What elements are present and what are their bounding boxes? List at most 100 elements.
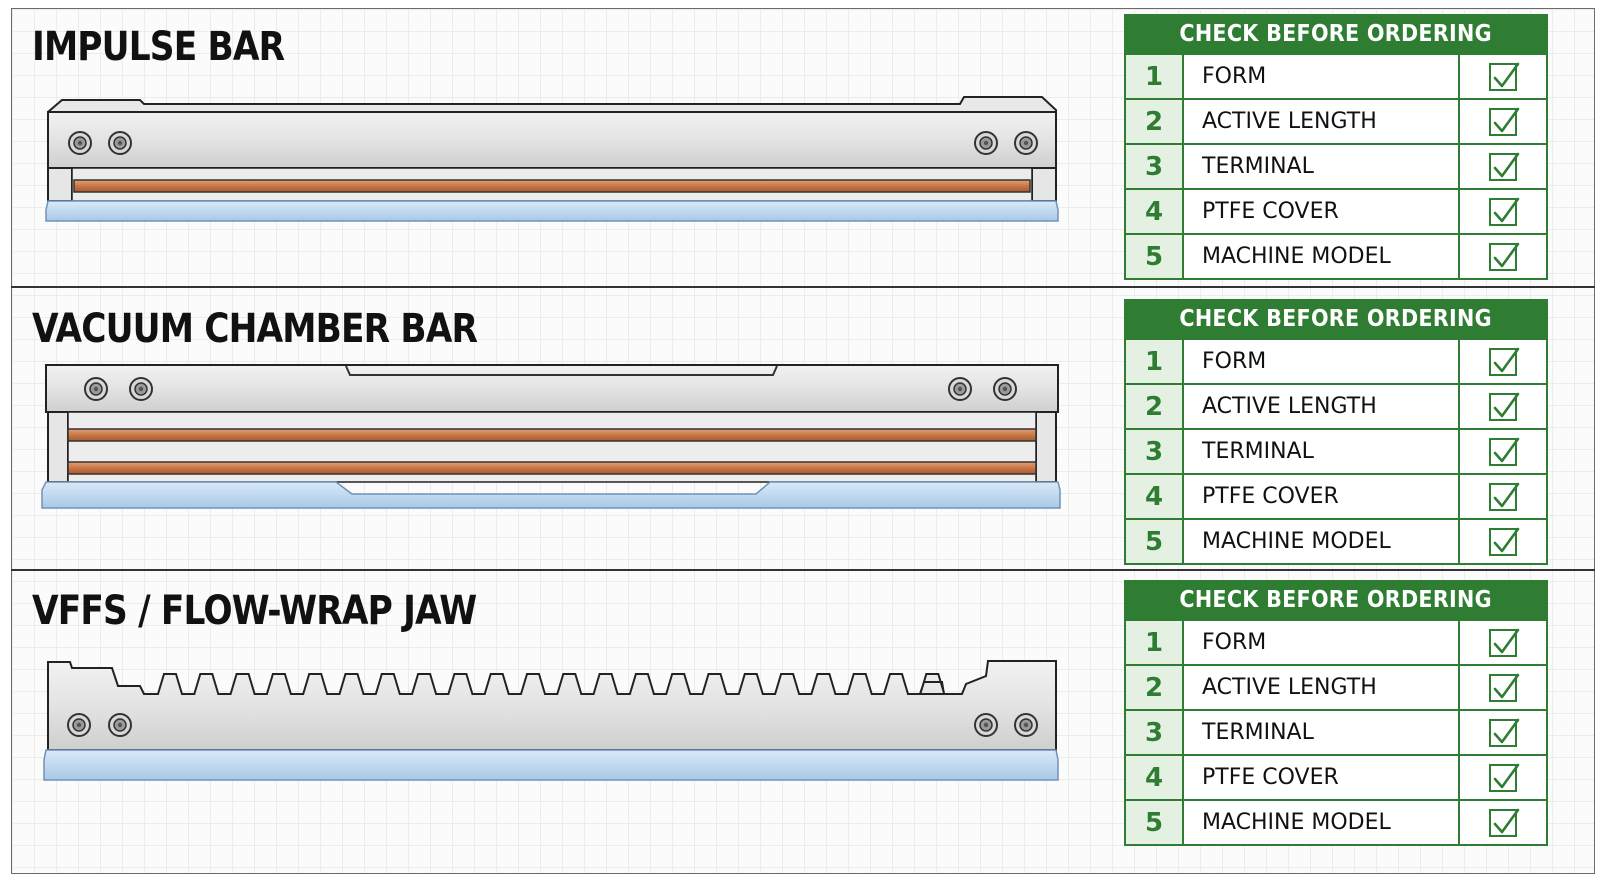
- check-icon: [1493, 673, 1520, 698]
- checklist-item-check: [1458, 100, 1546, 143]
- checklist-item-check: [1458, 340, 1546, 383]
- checklist-item-check: [1458, 711, 1546, 754]
- checklist-header: CHECK BEFORE ORDERING: [1126, 16, 1546, 53]
- checkbox: [1489, 482, 1520, 511]
- check-icon: [1493, 482, 1520, 507]
- checklist-row: 5 MACHINE MODEL: [1126, 518, 1546, 563]
- screw-icon: [948, 377, 972, 401]
- checklist-item-label: PTFE COVER: [1202, 484, 1339, 509]
- vacuum-bar-heating-wire-upper: [67, 428, 1037, 442]
- checklist-item-check: [1458, 475, 1546, 518]
- vacuum-bar-left-end: [47, 411, 69, 483]
- checklist-item-number: 1: [1126, 55, 1184, 98]
- checklist-item-check: [1458, 190, 1546, 233]
- checklist-item-check: [1458, 756, 1546, 799]
- vffs-jaw-ptfe-cover: [43, 749, 1059, 781]
- checklist-item-number: 4: [1126, 756, 1184, 799]
- vacuum-bar-heating-wire-lower: [67, 461, 1037, 475]
- impulse-bar-heating-wire: [73, 179, 1031, 193]
- check-icon: [1493, 527, 1520, 552]
- checklist-header: CHECK BEFORE ORDERING: [1126, 582, 1546, 619]
- screw-icon: [84, 377, 108, 401]
- check-icon: [1493, 437, 1520, 462]
- section-title-impulse-bar: IMPULSE BAR: [32, 24, 285, 70]
- check-icon: [1493, 62, 1520, 87]
- checkbox: [1489, 673, 1520, 702]
- checkbox: [1489, 152, 1520, 181]
- checklist-item-label: ACTIVE LENGTH: [1202, 675, 1377, 700]
- checkbox: [1489, 62, 1520, 91]
- checklist-row: 2 ACTIVE LENGTH: [1126, 383, 1546, 428]
- checklist-item-check: [1458, 430, 1546, 473]
- screw-icon: [108, 131, 132, 155]
- screw-icon: [974, 713, 998, 737]
- screw-icon: [1014, 131, 1038, 155]
- checklist-item-check: [1458, 801, 1546, 844]
- sealing-bar-drawings: [41, 96, 1061, 781]
- checklist-item-label: MACHINE MODEL: [1202, 529, 1391, 554]
- checkbox: [1489, 107, 1520, 136]
- checklist-item-label: ACTIVE LENGTH: [1202, 109, 1377, 134]
- checklist-row: 5 MACHINE MODEL: [1126, 799, 1546, 844]
- check-icon: [1493, 628, 1520, 653]
- checkbox: [1489, 197, 1520, 226]
- checklist-item-number: 3: [1126, 430, 1184, 473]
- impulse-bar-right-end: [1031, 167, 1057, 202]
- screw-icon: [974, 131, 998, 155]
- checklist-row: 1 FORM: [1126, 53, 1546, 98]
- vacuum-bar-right-end: [1035, 411, 1057, 483]
- screw-icon: [108, 713, 132, 737]
- checkbox: [1489, 808, 1520, 837]
- checklist-item-label: PTFE COVER: [1202, 765, 1339, 790]
- checkbox: [1489, 628, 1520, 657]
- checklist-row: 4 PTFE COVER: [1126, 754, 1546, 799]
- checklist-item-number: 5: [1126, 801, 1184, 844]
- checkbox: [1489, 437, 1520, 466]
- checklist-row: 3 TERMINAL: [1126, 143, 1546, 188]
- impulse-bar-body: [47, 111, 1057, 169]
- screw-icon: [993, 377, 1017, 401]
- checklist-item-check: [1458, 520, 1546, 563]
- checkbox: [1489, 242, 1520, 271]
- section-title-vacuum-chamber-bar: VACUUM CHAMBER BAR: [32, 306, 478, 352]
- checklist-item-number: 1: [1126, 621, 1184, 664]
- vacuum-bar-body: [45, 364, 1059, 413]
- checkbox: [1489, 392, 1520, 421]
- check-icon: [1493, 152, 1520, 177]
- checklist-item-label: MACHINE MODEL: [1202, 810, 1391, 835]
- checklist-item-label: FORM: [1202, 64, 1267, 89]
- check-icon: [1493, 197, 1520, 222]
- impulse-bar-ptfe-cover: [45, 200, 1059, 222]
- checklist-item-number: 5: [1126, 235, 1184, 278]
- section-divider: [11, 286, 1595, 288]
- vacuum-bar-top-recess: [345, 365, 778, 376]
- checklist-item-label: TERMINAL: [1202, 154, 1314, 179]
- vacuum-bar-ptfe-cover: [41, 481, 1061, 509]
- checkbox: [1489, 718, 1520, 747]
- checklist-item-number: 2: [1126, 666, 1184, 709]
- checklist-item-check: [1458, 385, 1546, 428]
- checklist-row: 4 PTFE COVER: [1126, 188, 1546, 233]
- checklist-item-number: 2: [1126, 385, 1184, 428]
- checklist-item-number: 3: [1126, 145, 1184, 188]
- checklist-item-number: 5: [1126, 520, 1184, 563]
- check-icon: [1493, 808, 1520, 833]
- screw-icon: [1014, 713, 1038, 737]
- impulse-bar-drawing: [45, 96, 1059, 222]
- screw-icon: [129, 377, 153, 401]
- check-icon: [1493, 763, 1520, 788]
- check-icon: [1493, 718, 1520, 743]
- checklist-item-label: ACTIVE LENGTH: [1202, 394, 1377, 419]
- vffs-jaw-drawing: [43, 660, 1059, 781]
- checklist-item-number: 4: [1126, 190, 1184, 233]
- checklist-item-label: PTFE COVER: [1202, 199, 1339, 224]
